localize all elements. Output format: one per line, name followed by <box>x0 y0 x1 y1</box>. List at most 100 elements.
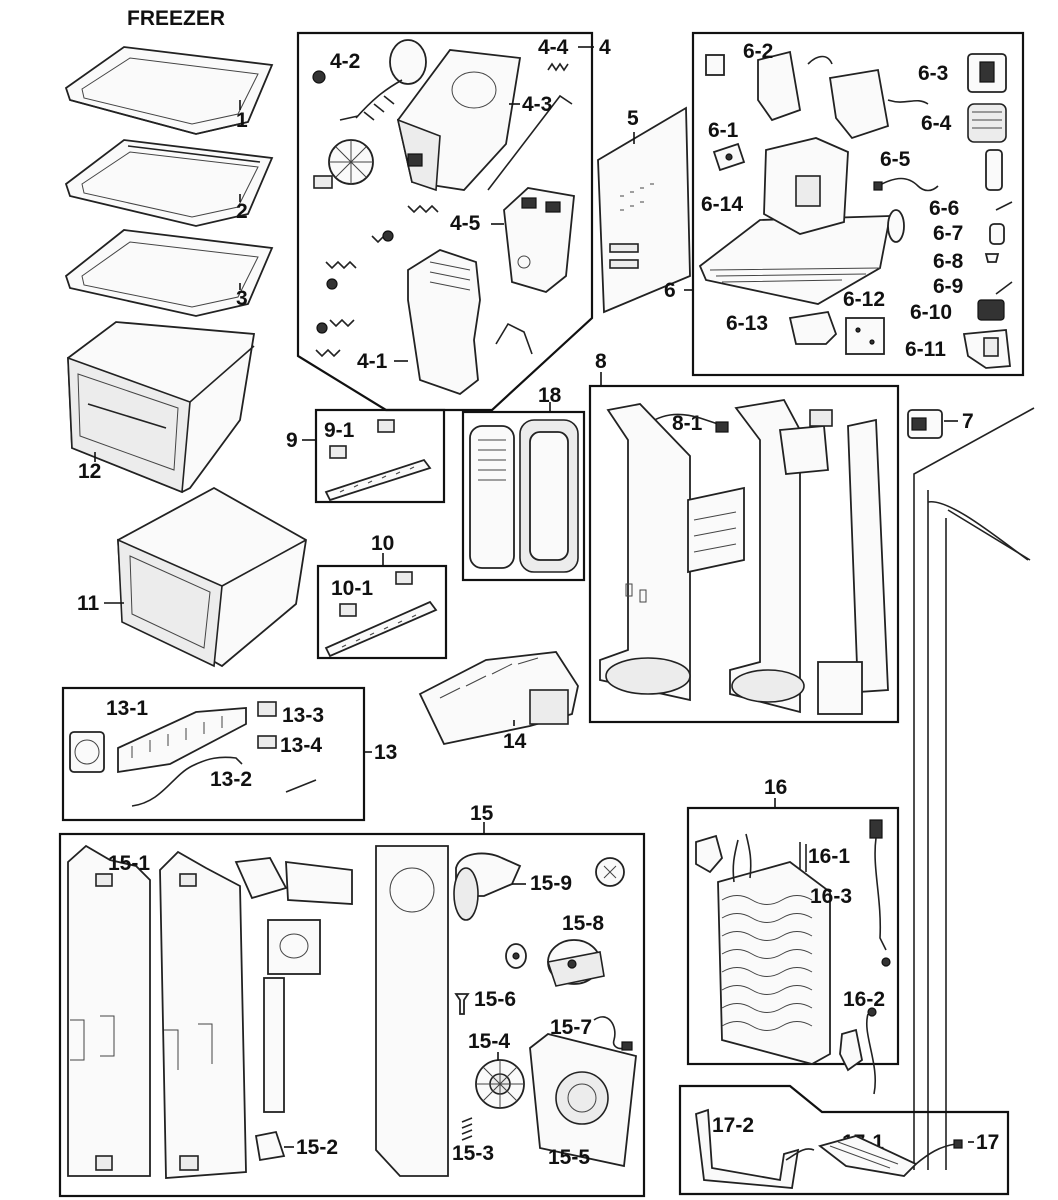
valve-6-10[interactable] <box>977 299 1005 321</box>
duct-8[interactable] <box>599 399 889 715</box>
rail-9[interactable] <box>324 419 432 502</box>
callout-15-1: 15-1 <box>108 852 150 875</box>
group-4-frame <box>296 31 594 412</box>
callout-15-6: 15-6 <box>474 988 516 1011</box>
screw-15-6[interactable] <box>454 993 470 1015</box>
callout-18: 18 <box>538 384 562 407</box>
group-13-frame <box>61 686 366 822</box>
callout-6-8: 6-8 <box>933 250 964 273</box>
callout-13-2: 13-2 <box>210 768 252 791</box>
callout-16-1: 16-1 <box>808 845 850 868</box>
callout-13-4: 13-4 <box>280 734 322 757</box>
bracket-6-2[interactable] <box>757 50 929 140</box>
holder-6-11[interactable] <box>962 329 1011 369</box>
harness-15-7[interactable] <box>593 1016 633 1051</box>
shelf-2[interactable] <box>64 139 274 227</box>
callout-9-1: 9-1 <box>324 419 355 442</box>
diagram-title: FREEZER <box>127 7 225 30</box>
evaporator-cover-15-1[interactable] <box>67 844 151 1177</box>
fan-bracket-15[interactable] <box>375 845 449 1177</box>
callout-4-3: 4-3 <box>522 93 552 116</box>
callout-7: 7 <box>962 410 974 433</box>
callout-8: 8 <box>595 350 607 373</box>
callout-16: 16 <box>764 776 787 799</box>
cover-5[interactable] <box>597 106 691 314</box>
seal-parts[interactable] <box>234 857 353 1162</box>
callout-13: 13 <box>374 741 397 764</box>
fan-blade-15-4[interactable] <box>475 1059 525 1109</box>
rail-10[interactable] <box>324 571 438 658</box>
callout-4-1: 4-1 <box>357 350 388 373</box>
drawer-12[interactable] <box>67 321 256 494</box>
callout-13-1: 13-1 <box>106 697 148 720</box>
switch-6-3[interactable] <box>967 53 1007 93</box>
callout-13-3: 13-3 <box>282 704 324 727</box>
heater-17[interactable] <box>695 1108 963 1189</box>
callout-15-2: 15-2 <box>296 1136 338 1159</box>
pad-6-12[interactable] <box>845 317 885 355</box>
callout-6-9: 6-9 <box>933 275 963 298</box>
callout-10: 10 <box>371 532 394 555</box>
shelf-1[interactable] <box>64 46 274 135</box>
callout-8-1: 8-1 <box>672 412 703 435</box>
crusher-blades[interactable] <box>313 139 439 358</box>
ice-maker-13[interactable] <box>69 701 317 807</box>
callout-6-14: 6-14 <box>701 193 743 216</box>
duct-cover-4-1[interactable] <box>407 249 481 396</box>
heater-6-6[interactable] <box>985 149 1003 191</box>
motor-4-5[interactable] <box>495 187 575 355</box>
evaporator-16-3[interactable] <box>695 833 863 1072</box>
callout-2: 2 <box>236 200 248 223</box>
callout-6-6: 6-6 <box>929 197 959 220</box>
callout-17: 17 <box>976 1131 999 1154</box>
shelf-3[interactable] <box>64 229 274 317</box>
actuator-6-1[interactable] <box>712 142 746 172</box>
clip-6[interactable] <box>705 54 725 76</box>
drawer-11[interactable] <box>117 486 307 668</box>
callout-15-7: 15-7 <box>550 1016 592 1039</box>
callout-6-11: 6-11 <box>905 338 946 361</box>
bulb-6[interactable] <box>887 209 905 243</box>
spring-15-3[interactable] <box>461 1117 473 1141</box>
ice-route-14[interactable] <box>418 651 579 746</box>
switch-7[interactable] <box>907 409 943 439</box>
callout-16-2: 16-2 <box>843 988 885 1011</box>
ice-bucket-4-3[interactable] <box>396 49 522 192</box>
ice-maker-6-14[interactable] <box>698 137 892 305</box>
fan-motor-15-9[interactable] <box>453 852 625 921</box>
callout-4-4: 4-4 <box>538 36 569 59</box>
callout-4-2: 4-2 <box>330 50 360 73</box>
callout-4: 4 <box>599 36 611 59</box>
callout-16-3: 16-3 <box>810 885 852 908</box>
group-8-frame <box>588 384 900 724</box>
sensor-16-1[interactable] <box>869 819 891 967</box>
sensor-16-2[interactable] <box>866 1007 877 1095</box>
harness-6-5[interactable] <box>873 177 939 192</box>
panel-18[interactable] <box>469 419 579 573</box>
evaporator-cover-b[interactable] <box>159 850 247 1179</box>
callout-15-5: 15-5 <box>548 1146 590 1169</box>
callout-6-1: 6-1 <box>708 119 739 142</box>
callout-15-4: 15-4 <box>468 1030 510 1053</box>
spring-4-4[interactable] <box>487 62 573 191</box>
group-9-frame <box>314 408 446 504</box>
callout-6-2: 6-2 <box>743 40 773 63</box>
callout-1: 1 <box>236 109 248 132</box>
motor-15-8[interactable] <box>505 939 605 987</box>
callout-6-7: 6-7 <box>933 222 963 245</box>
screw-6-8[interactable] <box>984 253 1000 263</box>
cap-6-7[interactable] <box>989 223 1005 245</box>
fan-housing-15-5[interactable] <box>529 1033 637 1168</box>
callout-6-4: 6-4 <box>921 112 952 135</box>
group-17-frame <box>678 1084 1010 1196</box>
group-10-frame <box>316 564 448 660</box>
rod-6-6[interactable] <box>995 201 1013 211</box>
sensor-6-4[interactable] <box>967 103 1007 143</box>
pin-6-9[interactable] <box>995 281 1013 295</box>
callout-15-3: 15-3 <box>452 1142 494 1165</box>
auger-4-2[interactable] <box>312 39 427 121</box>
group-18-frame <box>461 410 586 582</box>
tray-6-13[interactable] <box>788 310 838 345</box>
callout-12: 12 <box>78 460 101 483</box>
group-16-frame <box>686 806 900 1066</box>
